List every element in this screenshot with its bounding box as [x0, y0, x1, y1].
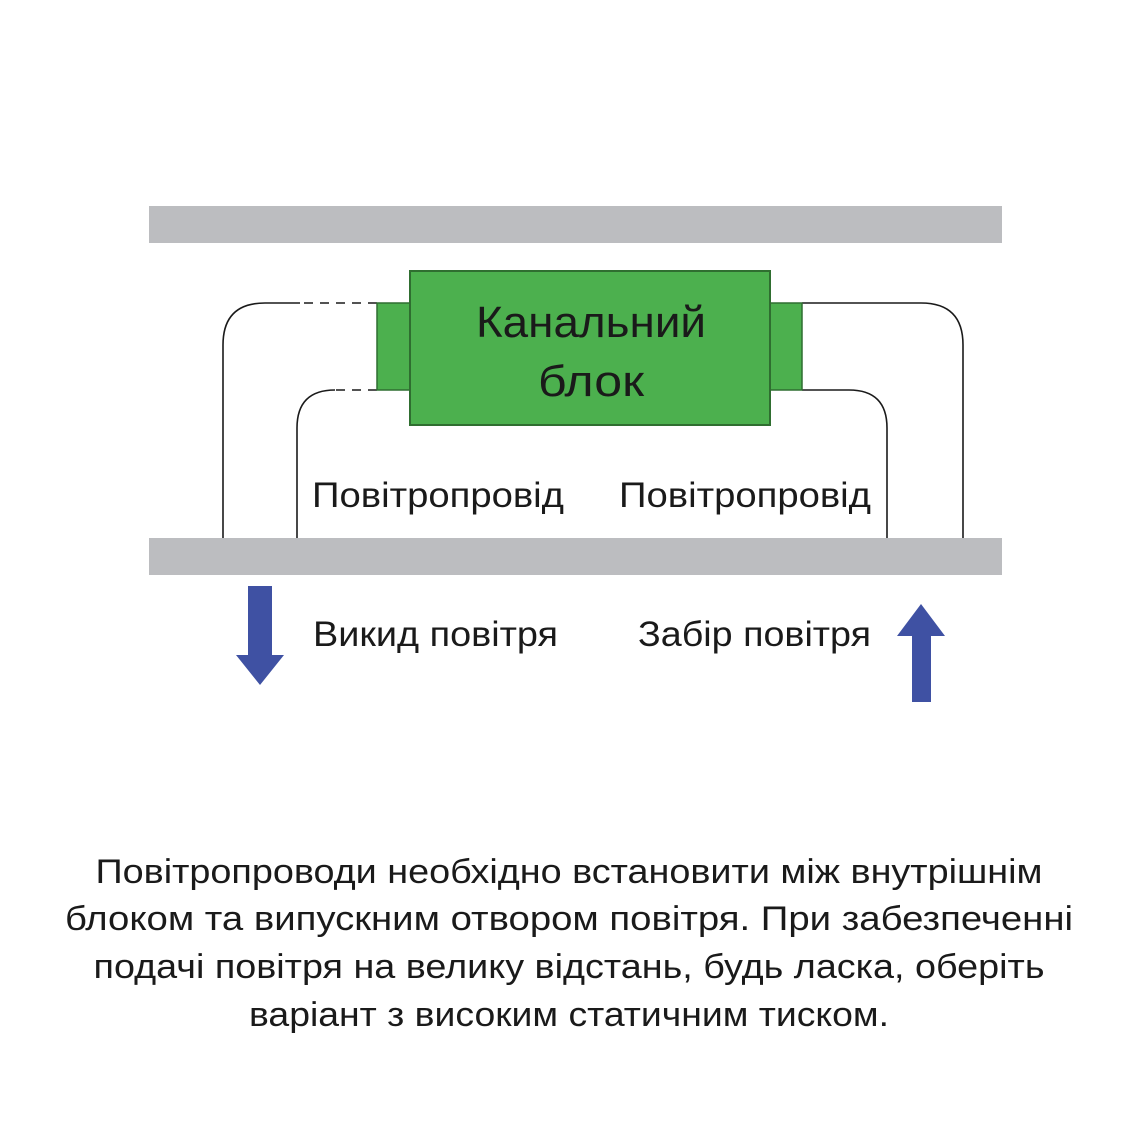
duct-right-label: Повітропровід: [619, 476, 871, 515]
arrow-up-icon: [897, 604, 945, 702]
paragraph-line: блоком та випускним отвором повітря. При…: [65, 900, 1073, 938]
right-inner-duct: [802, 389, 888, 538]
duct-left-label: Повітропровід: [312, 476, 564, 515]
unit-label-line1: Канальний: [476, 298, 706, 347]
left-inner-duct: [296, 389, 336, 538]
paragraph-line: подачі повітря на велику відстань, будь …: [94, 948, 1045, 986]
unit-label-line2: блок: [538, 357, 645, 406]
exhaust-label: Викид повітря: [313, 615, 558, 654]
right-flange: [769, 302, 803, 391]
floor-slab: [149, 538, 1002, 575]
duct-unit-box: [409, 270, 771, 426]
intake-label: Забір повітря: [638, 615, 871, 654]
paragraph-line: Повітропроводи необхідно встановити між …: [96, 853, 1043, 891]
left-outer-duct: [222, 302, 300, 538]
arrow-down-icon: [236, 586, 284, 685]
left-flange: [376, 302, 411, 391]
right-outer-duct: [802, 302, 964, 538]
paragraph-line: варіант з високим статичним тиском.: [249, 996, 889, 1034]
ceiling-slab: [149, 206, 1002, 243]
